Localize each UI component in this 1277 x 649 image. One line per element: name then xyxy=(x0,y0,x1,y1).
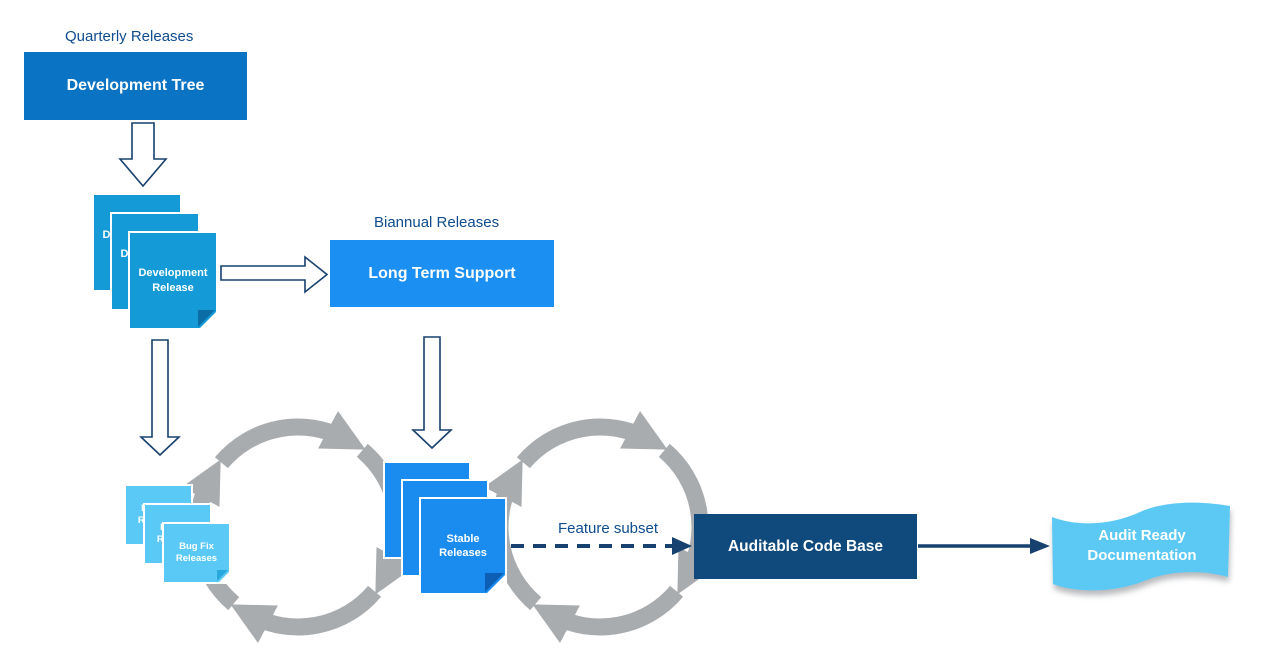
arrow-to-documentation-icon xyxy=(918,538,1050,554)
page-fold-icon xyxy=(217,570,228,581)
page-fold-icon xyxy=(217,570,231,584)
development-tree-label: Development Tree xyxy=(66,77,205,94)
auditable-code-base-node: Auditable Code Base xyxy=(694,514,917,579)
stable-releases-label: Stable Releases xyxy=(439,532,487,559)
arrow-down-lts-icon xyxy=(410,336,454,450)
development-tree-node: Development Tree xyxy=(24,52,247,120)
feature-subset-label: Feature subset xyxy=(557,520,659,537)
feature-subset-arrow-icon xyxy=(511,537,692,555)
page-fold-icon xyxy=(485,573,507,595)
biannual-releases-label: Biannual Releases xyxy=(374,214,500,231)
development-release-label: Development Release xyxy=(138,267,208,294)
audit-ready-documentation-label: Audit Ready Documentation xyxy=(1087,527,1197,565)
arrow-right-to-lts-icon xyxy=(220,255,329,294)
arrow-down-dev-release-icon xyxy=(138,339,182,457)
long-term-support-node: Long Term Support xyxy=(330,240,554,307)
page-fold-icon xyxy=(198,310,218,330)
page-fold-icon xyxy=(198,310,215,327)
page-fold-icon xyxy=(485,573,504,592)
arrow-down-dev-tree-icon xyxy=(118,122,168,188)
bug-fix-releases-label: Bug Fix Releases xyxy=(175,540,218,564)
document-card-front: Bug Fix Releases xyxy=(162,522,231,584)
quarterly-releases-label: Quarterly Releases xyxy=(65,28,194,45)
long-term-support-label: Long Term Support xyxy=(368,264,516,282)
document-card-front: Development Release xyxy=(128,231,218,330)
document-card-front: Stable Releases xyxy=(419,497,507,595)
auditable-code-base-label: Auditable Code Base xyxy=(727,537,884,555)
wave-banner-shape xyxy=(1052,502,1230,591)
